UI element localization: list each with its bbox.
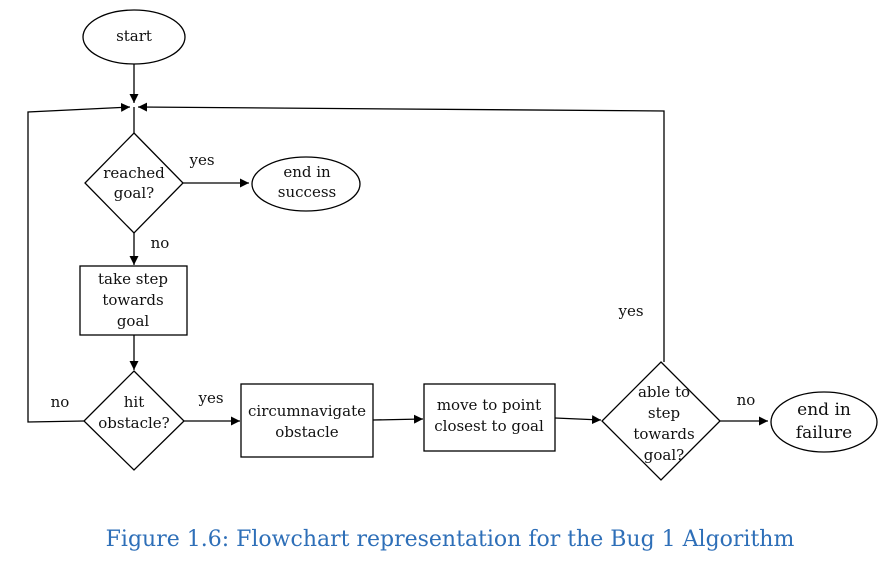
label-hit-yes: yes (197, 389, 223, 407)
edge-circumnavigate-to-move (372, 414, 424, 424)
label-able-no: no (737, 391, 756, 409)
terminal-end-failure: end in failure (770, 391, 878, 453)
process-move-to-point: move to point closest to goal (423, 383, 556, 452)
flowchart: start reached goal? end in success take … (27, 9, 878, 481)
terminal-end-failure-line1: end in (797, 400, 851, 420)
terminal-end-failure-line2: failure (796, 423, 852, 443)
label-able-yes: yes (617, 302, 643, 320)
decision-able-to-step-line1: able to (638, 383, 690, 401)
label-reached-no: no (151, 234, 170, 252)
decision-able-to-step-line2: step (648, 404, 680, 422)
edge-hit-no-loop (27, 102, 131, 423)
edges (27, 64, 768, 426)
node-start: start (82, 9, 186, 65)
decision-reached-goal-line1: reached (103, 164, 165, 182)
terminal-end-success-line2: success (278, 183, 336, 201)
process-take-step-line2: towards (102, 291, 163, 309)
process-circumnavigate-line2: obstacle (275, 423, 338, 441)
decision-reached-goal-line2: goal? (114, 184, 154, 202)
process-move-to-point-line2: closest to goal (434, 417, 544, 435)
process-take-step-line3: goal (117, 312, 150, 330)
decision-hit-obstacle-line1: hit (124, 393, 145, 411)
process-circumnavigate-line1: circumnavigate (248, 402, 366, 420)
node-start-label: start (116, 27, 152, 45)
figure-caption: Figure 1.6: Flowchart representation for… (105, 527, 795, 552)
process-take-step-line1: take step (98, 270, 168, 288)
decision-able-to-step: able to step towards goal? (601, 361, 721, 481)
decision-reached-goal: reached goal? (84, 132, 184, 234)
process-circumnavigate: circumnavigate obstacle (240, 383, 374, 458)
edge-move-to-able (554, 415, 602, 425)
terminal-end-success: end in success (251, 156, 361, 212)
label-hit-no: no (51, 393, 70, 411)
label-reached-yes: yes (188, 151, 214, 169)
decision-hit-obstacle: hit obstacle? (83, 370, 185, 471)
edge-able-yes-loop (137, 102, 665, 362)
decision-hit-obstacle-line2: obstacle? (98, 414, 169, 432)
process-move-to-point-line1: move to point (437, 396, 541, 414)
process-take-step: take step towards goal (79, 265, 188, 336)
terminal-end-success-line1: end in (283, 163, 331, 181)
decision-able-to-step-line3: towards (633, 425, 694, 443)
decision-able-to-step-line4: goal? (644, 446, 684, 464)
edge-labels: yes no yes no yes no (51, 151, 756, 411)
